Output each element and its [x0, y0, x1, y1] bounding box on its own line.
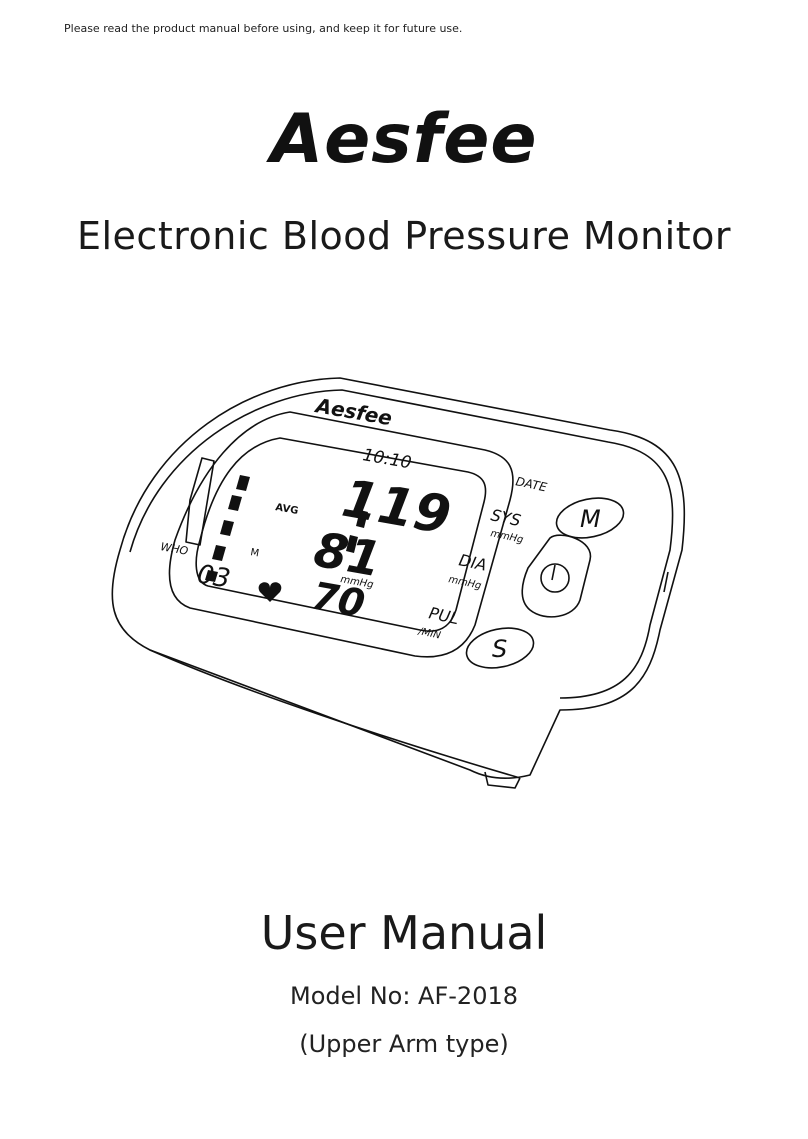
pul-unit-label: /MIN [416, 626, 442, 642]
lcd-diastolic: 81 [310, 522, 386, 589]
s-button-label: S [492, 635, 507, 663]
lcd-avg-label: AVG [274, 502, 299, 517]
product-type: (Upper Arm type) [299, 1030, 509, 1058]
product-title: Electronic Blood Pressure Monitor [76, 214, 731, 258]
usage-notice: Please read the product manual before us… [64, 22, 463, 35]
device-body-outline [111, 377, 686, 780]
brand-logo: Aesfee [270, 100, 538, 179]
m-button-label: M [580, 505, 601, 533]
dia-unit-label: mmHg [447, 574, 482, 592]
lcd-m-label: M [249, 547, 259, 559]
lcd-memory-number: 03 [195, 559, 233, 594]
lcd-segments [205, 475, 368, 602]
sys-unit-label: mmHg [489, 528, 524, 546]
manual-title: User Manual [260, 906, 548, 960]
blood-pressure-monitor-illustration: Aesfee 10:10 119 81 70 03 AVG mmHg M WHO… [111, 377, 686, 789]
power-button [521, 534, 592, 618]
pul-label: PUL [427, 603, 461, 628]
who-indicator-bar [185, 457, 215, 546]
lcd-screen [195, 437, 487, 632]
dia-label: DIA [457, 550, 488, 574]
who-label: WHO [159, 540, 189, 558]
lcd-time: 10:10 [361, 445, 413, 473]
lcd-pulse: 70 [308, 574, 368, 627]
display-bezel [168, 411, 514, 658]
device-body-inner-rim [129, 389, 674, 699]
m-button [555, 497, 625, 539]
sys-label: SYS [489, 505, 522, 530]
s-button [465, 627, 535, 669]
date-label: DATE [514, 474, 548, 494]
model-number: Model No: AF-2018 [290, 982, 518, 1010]
